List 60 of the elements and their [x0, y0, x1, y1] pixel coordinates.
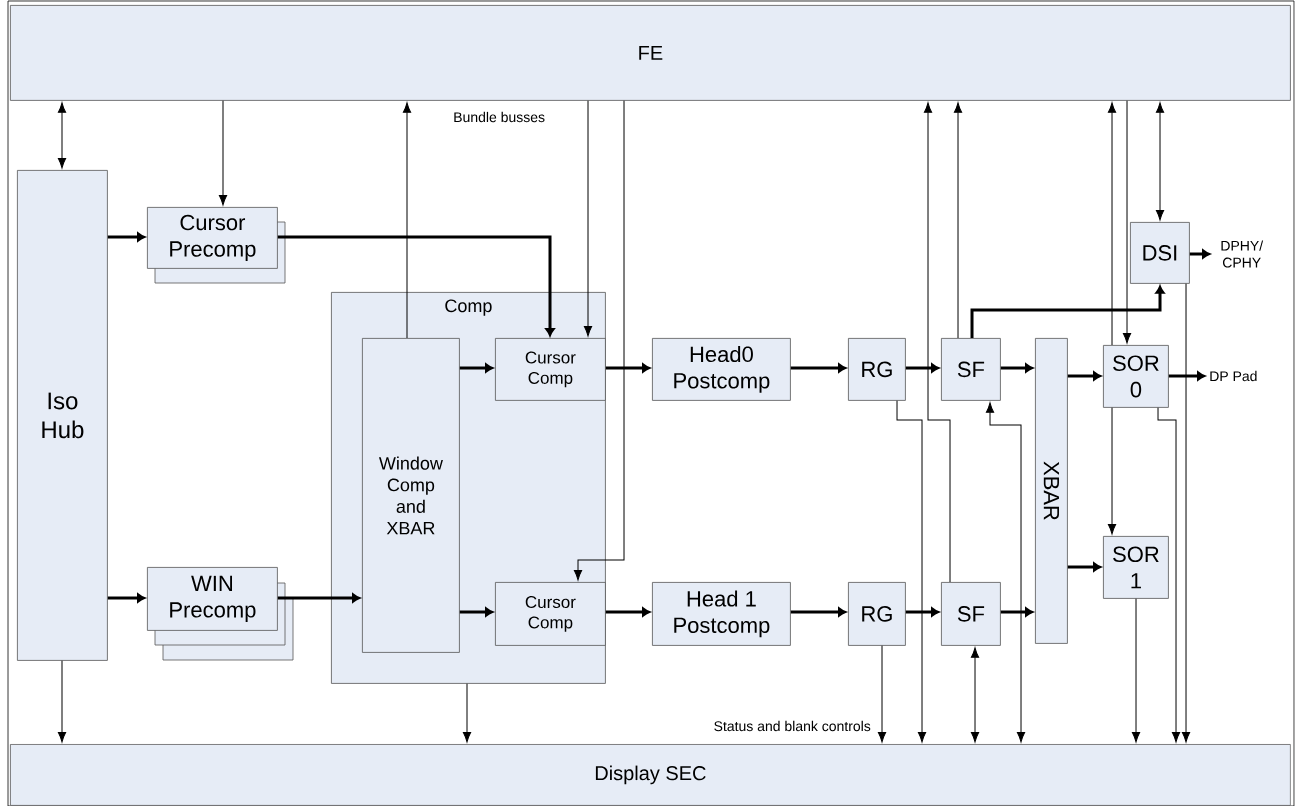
block-box: Head0 Postcomp [652, 338, 791, 401]
arrow [277, 235, 555, 337]
block-box: Cursor Comp [495, 582, 606, 646]
arrow [1107, 407, 1117, 535]
arrow [970, 285, 1165, 338]
arrow [402, 102, 412, 339]
arrow [1181, 283, 1191, 743]
arrow [573, 100, 625, 581]
note-label: Status and blank controls [714, 720, 871, 732]
arrow [970, 647, 980, 743]
block-box: Window Comp and XBAR [362, 338, 460, 653]
arrow [877, 645, 887, 743]
arrow [1155, 102, 1165, 221]
block-box: DSI [1130, 222, 1190, 284]
arrow [985, 402, 1026, 743]
block-box: FE [10, 5, 1291, 101]
arrow [1168, 371, 1206, 381]
block-box: Head 1 Postcomp [652, 582, 791, 646]
arrow [1000, 363, 1034, 373]
arrow [1107, 102, 1117, 346]
arrow [459, 607, 494, 617]
block-box: SOR 1 [1103, 536, 1169, 599]
arrow [1067, 562, 1102, 572]
arrow [1131, 598, 1141, 743]
block-box: Display SEC [10, 744, 1291, 806]
arrow [583, 100, 593, 337]
block-box: Iso Hub [17, 170, 108, 661]
arrow [896, 400, 927, 743]
arrow [605, 363, 651, 373]
block-box: Cursor Comp [495, 338, 606, 401]
arrow [1122, 100, 1132, 344]
arrow [905, 363, 940, 373]
arrow [953, 102, 963, 339]
block-box: XBAR [1035, 338, 1068, 644]
block-box: SF [941, 338, 1001, 401]
stacked-box: WIN Precomp [147, 567, 294, 661]
output-label: DPHY/ CPHY [1221, 240, 1264, 268]
arrow [1067, 371, 1102, 381]
arrow [1157, 407, 1181, 743]
arrow [459, 363, 494, 373]
arrow [1189, 249, 1211, 259]
arrow [462, 683, 472, 743]
arrow [790, 363, 847, 373]
block-box: RG [848, 582, 906, 646]
arrow [923, 102, 951, 583]
block-box: SOR 0 [1103, 345, 1169, 408]
arrow [218, 100, 228, 206]
stacked-box: Cursor Precomp [147, 207, 286, 284]
arrow [605, 607, 651, 617]
arrow [107, 593, 146, 603]
arrow [277, 593, 361, 603]
block-box: SF [941, 582, 1001, 646]
arrow [905, 607, 940, 617]
block-box: RG [848, 338, 906, 401]
output-label: DP Pad [1210, 370, 1257, 382]
arrow [107, 232, 146, 242]
arrow [790, 607, 847, 617]
arrow [57, 660, 67, 743]
arrow [1000, 607, 1034, 617]
arrow [57, 102, 67, 169]
